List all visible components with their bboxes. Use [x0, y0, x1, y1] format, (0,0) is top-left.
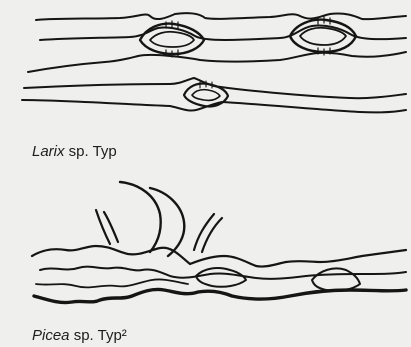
picea-pit-right [312, 268, 360, 290]
larix-wall-top-lower [28, 52, 406, 72]
larix-pit-bottom-inner [192, 90, 220, 101]
larix-pit-left-inner [150, 32, 194, 47]
picea-stub-right [194, 214, 222, 252]
larix-pit-right-ties [318, 17, 330, 55]
caption-picea-suffix: sp. Typ² [70, 327, 127, 344]
caption-picea: Picea sp. Typ² [32, 327, 127, 344]
picea-stub-left [96, 210, 118, 244]
picea-curve-left [120, 182, 161, 252]
caption-larix: Larix sp. Typ [32, 143, 117, 160]
larix-wall-bottom-upper [24, 78, 406, 98]
caption-larix-genus: Larix [32, 143, 65, 160]
picea-drawing [32, 182, 406, 303]
larix-drawing [22, 13, 406, 112]
picea-wall-lower [34, 289, 406, 302]
picea-wall-upper [32, 246, 406, 267]
picea-inner-line-2 [36, 279, 188, 287]
caption-picea-genus: Picea [32, 327, 70, 344]
caption-larix-suffix: sp. Typ [65, 143, 117, 160]
picea-pit-left [196, 268, 246, 287]
larix-inner-line [40, 25, 406, 40]
larix-wall-top-upper [36, 13, 406, 20]
larix-pit-left-ties [166, 21, 178, 57]
larix-pit-right-inner [300, 28, 346, 45]
